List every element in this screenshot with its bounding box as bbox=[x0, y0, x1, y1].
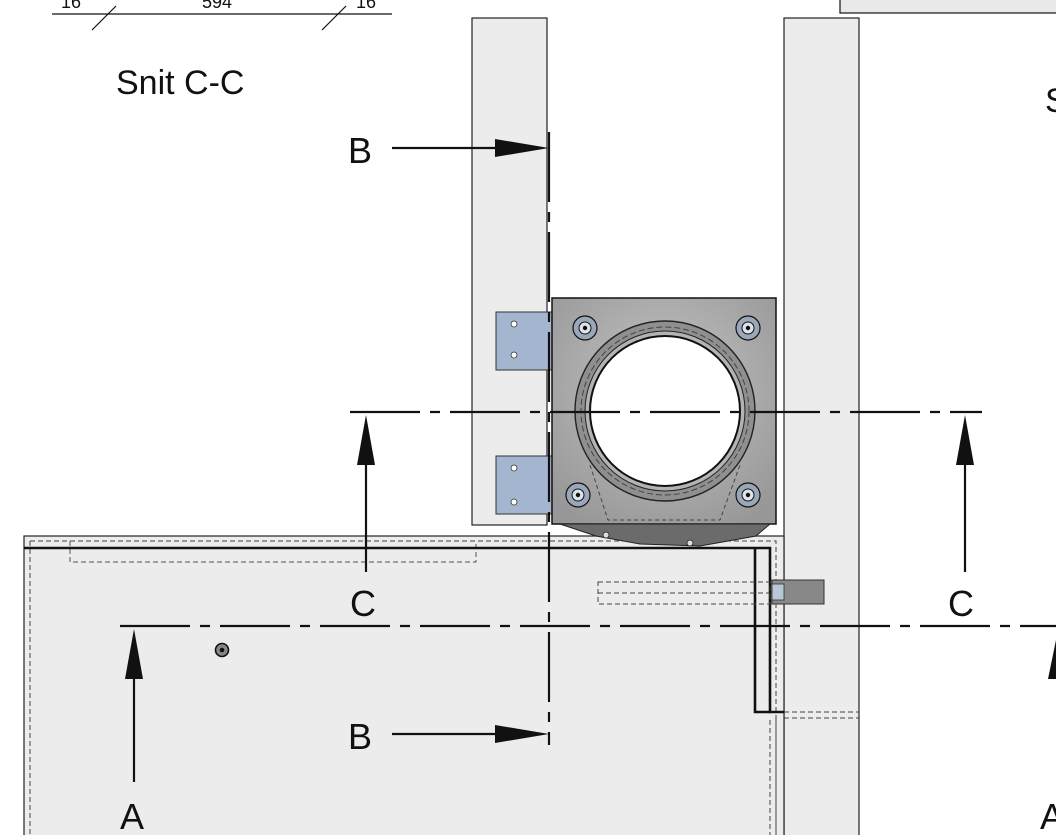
lower-panel bbox=[23, 535, 785, 835]
dimension-right-value: 16 bbox=[356, 0, 376, 12]
dimension-tick-right bbox=[321, 5, 347, 31]
hinge-bracket-lower bbox=[495, 455, 579, 515]
bolt-icon bbox=[735, 482, 761, 508]
right-partial-title: S bbox=[1045, 82, 1056, 120]
section-label-c-left: C bbox=[350, 583, 376, 624]
section-arrow-icon bbox=[125, 629, 143, 782]
section-label-a-left: A bbox=[120, 796, 144, 835]
bolt-icon bbox=[572, 315, 598, 341]
right-post bbox=[783, 17, 860, 835]
section-label-c-right: C bbox=[948, 583, 974, 624]
section-title: Snit C-C bbox=[116, 64, 244, 102]
dimension-middle-value: 594 bbox=[202, 0, 232, 12]
dimension-tick-left bbox=[91, 5, 117, 31]
bolt-icon bbox=[735, 315, 761, 341]
top-right-frame bbox=[839, 0, 1056, 14]
section-arrow-icon bbox=[357, 415, 375, 572]
dimension-left-value: 16 bbox=[61, 0, 81, 12]
section-arrow-icon bbox=[956, 415, 974, 572]
section-arrow-icon bbox=[1048, 640, 1056, 679]
bolt-icon bbox=[565, 482, 591, 508]
section-label-b-bottom: B bbox=[348, 716, 372, 757]
section-arrow-icon bbox=[392, 725, 549, 743]
dimension-strip: 16 594 16 bbox=[52, 0, 392, 31]
pin-assembly bbox=[597, 579, 825, 605]
section-label-a-right: A bbox=[1040, 796, 1056, 835]
screw-icon bbox=[214, 642, 230, 658]
section-arrow-icon bbox=[392, 139, 549, 157]
section-label-b-top: B bbox=[348, 130, 372, 171]
left-post bbox=[471, 17, 548, 526]
